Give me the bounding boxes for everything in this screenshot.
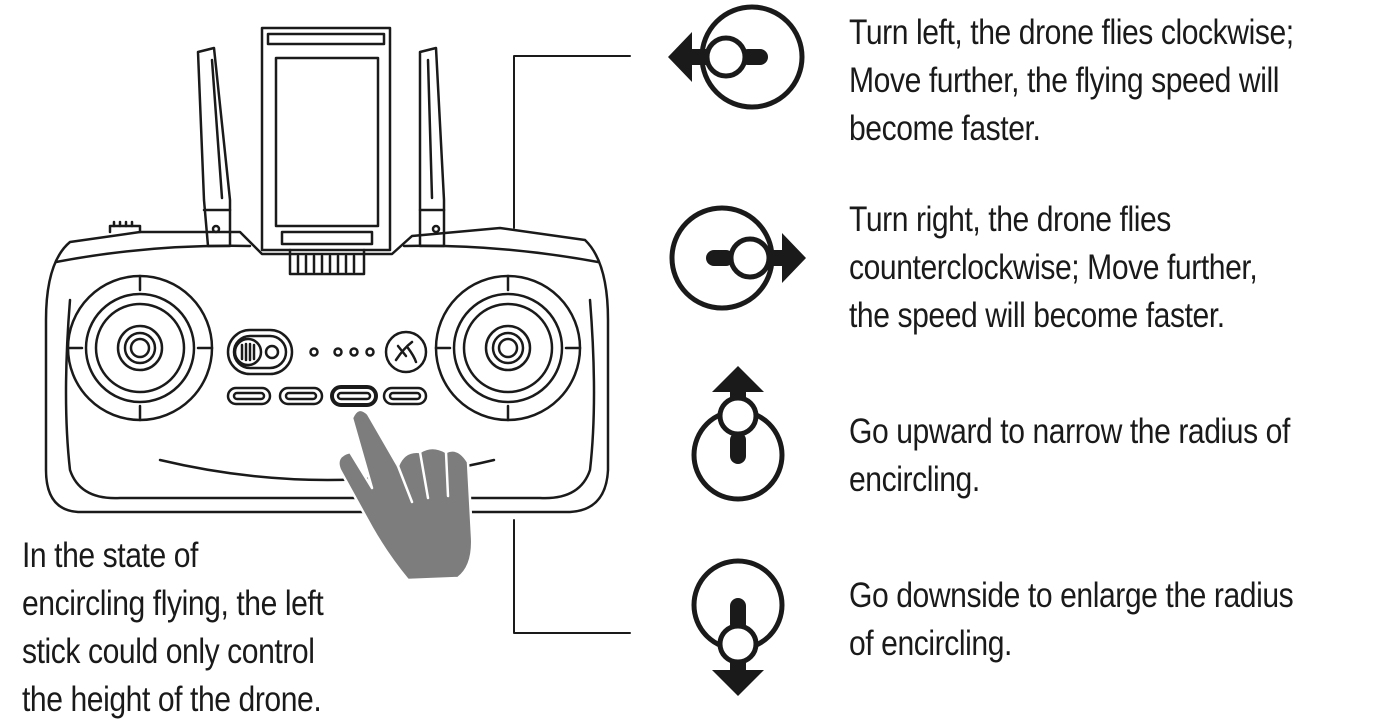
instruction-line: encircling. xyxy=(849,460,980,499)
antenna-left-icon xyxy=(196,46,232,248)
stick-up-arrow-icon xyxy=(691,366,785,502)
antenna-right-icon xyxy=(418,46,446,248)
stick-left-arrow-icon xyxy=(668,4,805,110)
instruction-go-upward: Go upward to narrow the radius of encirc… xyxy=(849,408,1290,504)
instruction-line: Go downside to enlarge the radius xyxy=(849,576,1294,615)
stick-down-arrow-icon xyxy=(691,558,785,696)
indicator-lights xyxy=(309,347,375,357)
instruction-line: Go upward to narrow the radius of xyxy=(849,412,1290,451)
instruction-line: counterclockwise; Move further, xyxy=(849,248,1258,287)
caption-line: In the state of xyxy=(22,536,198,575)
instruction-line: Move further, the flying speed will xyxy=(849,61,1279,100)
caption-line: encircling flying, the left xyxy=(22,584,324,623)
left-stick-icon xyxy=(66,274,214,422)
caption-line: stick could only control xyxy=(22,632,315,671)
caption-left: In the state of encircling flying, the l… xyxy=(22,532,324,724)
instruction-turn-right: Turn right, the drone flies counterclock… xyxy=(849,196,1258,340)
right-stick-icon xyxy=(434,274,582,422)
bracket-lines xyxy=(513,55,631,634)
phone-clamp-icon xyxy=(260,26,392,276)
instruction-line: Turn left, the drone flies clockwise; xyxy=(849,13,1294,52)
power-switch-icon xyxy=(226,328,294,376)
pointing-hand-icon xyxy=(337,408,474,582)
takeoff-button-icon xyxy=(384,330,428,374)
caption-line: the height of the drone. xyxy=(22,680,322,719)
instruction-line: the speed will become faster. xyxy=(849,296,1225,335)
instruction-line: of encircling. xyxy=(849,624,1012,663)
stick-right-arrow-icon xyxy=(669,205,806,311)
bottom-buttons xyxy=(226,385,428,407)
instruction-line: become faster. xyxy=(849,109,1041,148)
instruction-turn-left: Turn left, the drone flies clockwise; Mo… xyxy=(849,9,1294,153)
instruction-go-downside: Go downside to enlarge the radius of enc… xyxy=(849,572,1294,668)
instruction-line: Turn right, the drone flies xyxy=(849,200,1171,239)
